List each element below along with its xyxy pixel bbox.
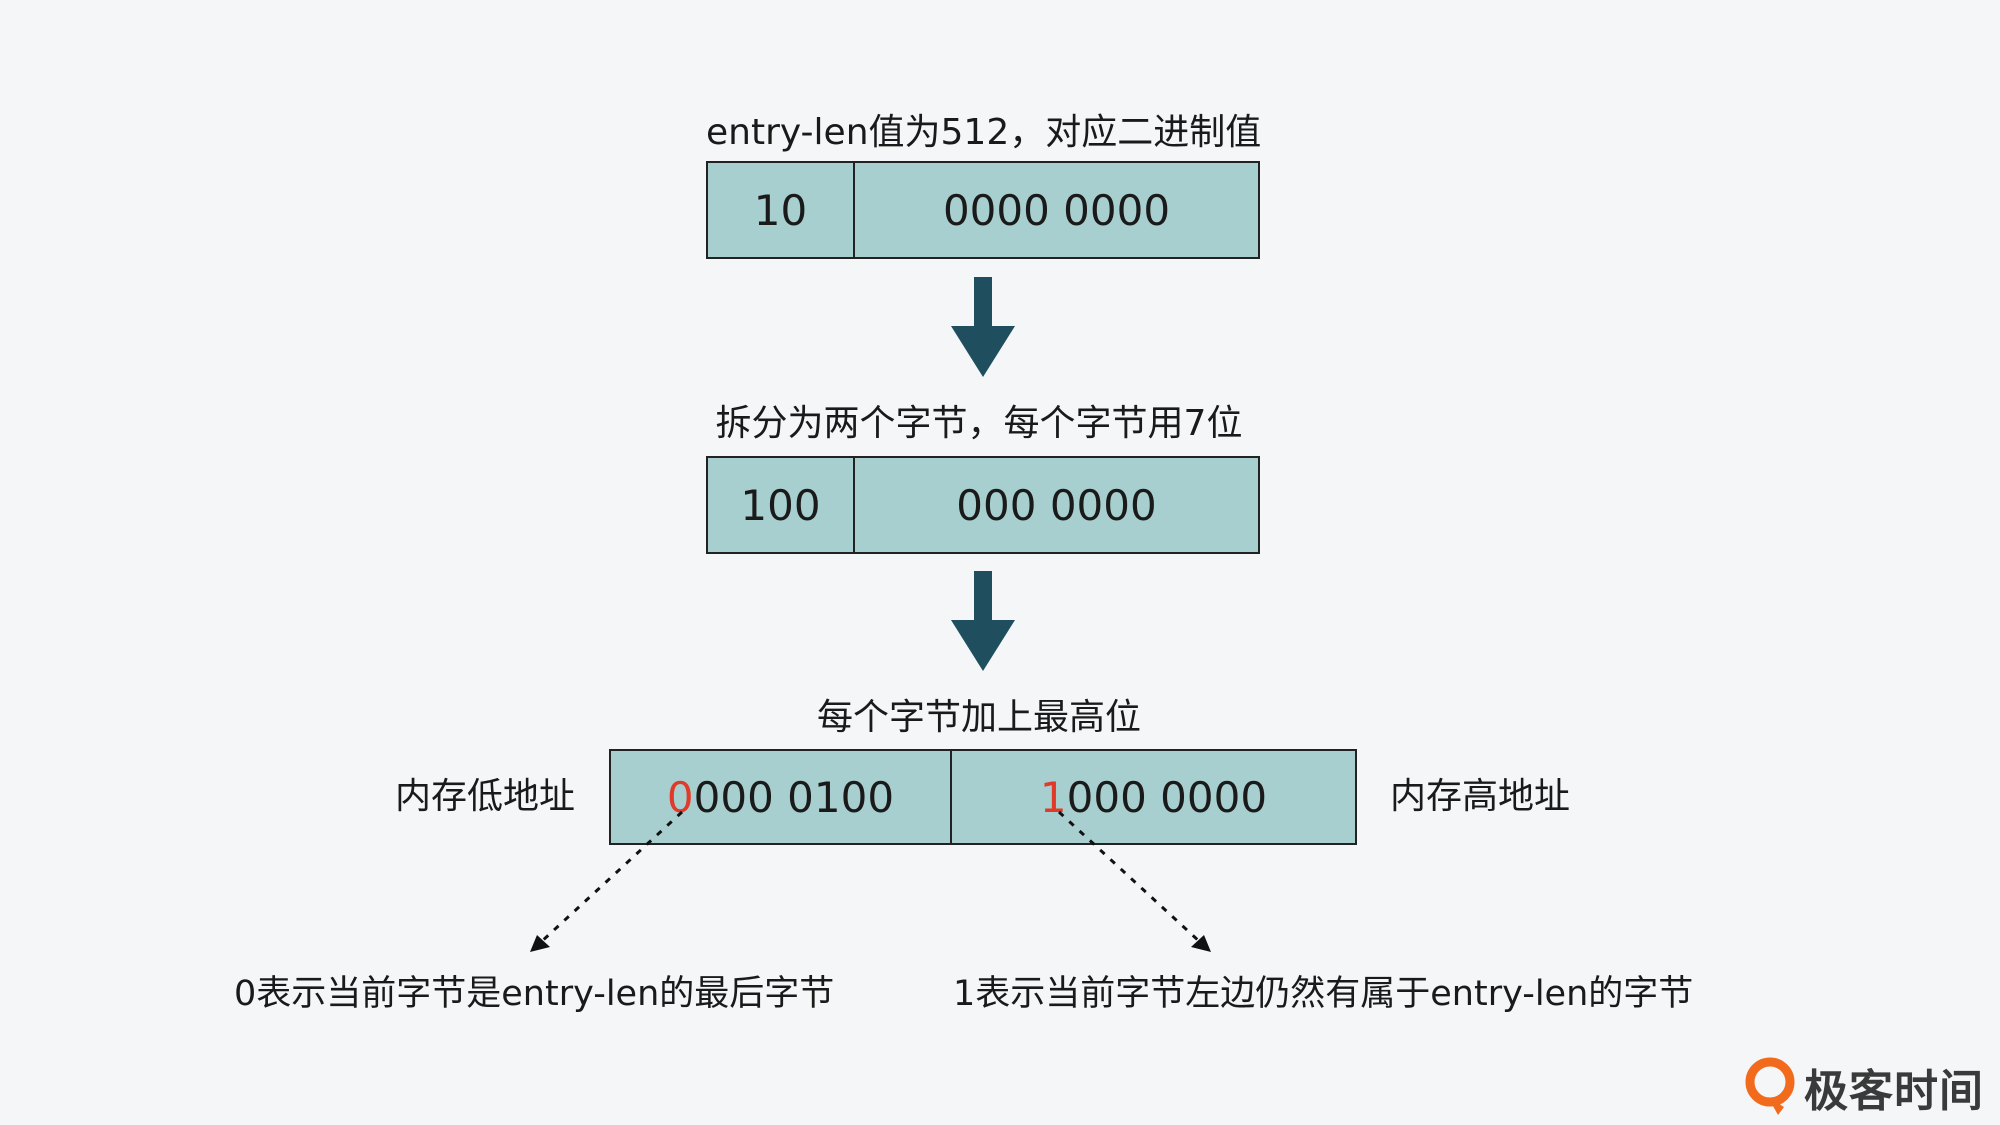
note-last-byte: 0表示当前字节是entry-len的最后字节 bbox=[234, 974, 835, 1014]
note-more-bytes: 1表示当前字节左边仍然有属于entry-len的字节 bbox=[953, 974, 1694, 1014]
step2-title: 拆分为两个字节，每个字节用7位 bbox=[715, 403, 1243, 444]
step2-binary-box: 100 000 0000 bbox=[706, 456, 1260, 554]
step2-first-byte-cell: 100 bbox=[740, 480, 821, 530]
step1-low-bits-cell: 0000 0000 bbox=[853, 163, 1258, 257]
low-byte-rest: 000 0100 bbox=[693, 772, 895, 822]
down-arrow-2 bbox=[951, 571, 1015, 671]
step1-binary-box: 10 0000 0000 bbox=[706, 161, 1260, 259]
geektime-logo: 极客时间 bbox=[1744, 1055, 1984, 1119]
dotted-arrow-right bbox=[1057, 810, 1211, 952]
memory-high-address-label: 内存高地址 bbox=[1390, 776, 1571, 817]
memory-low-address-label: 内存低地址 bbox=[395, 776, 576, 817]
down-arrow-1 bbox=[951, 277, 1015, 377]
geektime-logo-text: 极客时间 bbox=[1804, 1066, 1984, 1117]
step1-high-bits-cell: 10 bbox=[753, 185, 808, 235]
step1-title: entry-len值为512，对应二进制值 bbox=[706, 112, 1262, 153]
dotted-arrow-left bbox=[530, 810, 684, 952]
step2-second-byte-cell: 000 0000 bbox=[853, 458, 1258, 552]
step3-title: 每个字节加上最高位 bbox=[816, 697, 1141, 738]
geektime-logo-icon bbox=[1745, 1057, 1795, 1115]
high-byte-rest: 000 0000 bbox=[1066, 772, 1268, 822]
